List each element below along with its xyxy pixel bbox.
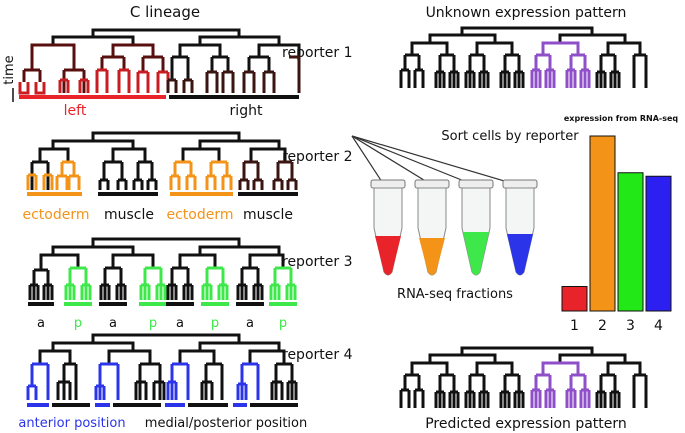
reporter-3-a-bar-3 xyxy=(166,302,194,306)
reporter-1-right-label: right xyxy=(230,103,263,119)
reporter-1-left-label: left xyxy=(64,103,87,119)
reporter-4-medial-bar-3 xyxy=(188,403,228,407)
tube-red xyxy=(370,179,406,276)
reporter-4-tree xyxy=(26,333,298,400)
reporter-3-a-bar-1 xyxy=(28,302,54,306)
bar-label-2: 2 xyxy=(598,318,607,334)
reporter-3-p-bar-1 xyxy=(64,302,92,306)
reporter-3-a-bar-2 xyxy=(99,302,127,306)
reporter-2-ectoderm-label-1: ectoderm xyxy=(22,207,89,223)
sort-lines xyxy=(351,135,519,186)
unknown-pattern-tree xyxy=(399,26,648,88)
bar-category-labels: 1 2 3 4 xyxy=(570,318,663,334)
bar-2 xyxy=(589,135,616,312)
reporter-3-label: reporter 3 xyxy=(282,254,353,270)
chart-title: expression from RNA-seq xyxy=(564,114,679,123)
time-axis-label: time xyxy=(2,55,17,84)
bar-4 xyxy=(645,175,672,312)
tube-orange xyxy=(414,179,450,276)
reporter-1-right-bar xyxy=(169,95,299,99)
unknown-pattern-title: Unknown expression pattern xyxy=(426,5,627,21)
reporter-3-label-p-3: p xyxy=(211,316,219,331)
rna-seq-fractions-label: RNA-seq fractions xyxy=(397,287,513,302)
reporter-3-p-bar-2 xyxy=(139,302,167,306)
reporter-2-tree xyxy=(26,131,298,190)
reporter-3-p-bar-4 xyxy=(269,302,297,306)
reporter-4-anterior-bar-3 xyxy=(165,403,185,407)
reporter-4-medial-bar-1 xyxy=(52,403,90,407)
sort-cells-label: Sort cells by reporter xyxy=(441,129,579,144)
reporter-3-tree xyxy=(28,237,297,300)
reporter-1-label: reporter 1 xyxy=(282,45,353,61)
reporter-3-label-a-4: a xyxy=(246,316,254,331)
reporter-1-tree xyxy=(18,28,301,95)
reporter-4-medial-bar-2 xyxy=(113,403,161,407)
reporter-2-label: reporter 2 xyxy=(282,149,353,165)
bar-1 xyxy=(561,286,588,312)
tube-green xyxy=(458,179,494,276)
reporter-3-label-p-2: p xyxy=(149,316,157,331)
predicted-pattern-tree xyxy=(399,346,648,408)
predicted-pattern-title: Predicted expression pattern xyxy=(425,416,627,432)
c-lineage-title: C lineage xyxy=(130,3,200,21)
bar-label-1: 1 xyxy=(570,318,579,334)
reporter-4-medial-label: medial/posterior position xyxy=(145,416,307,431)
reporter-4-anterior-bar-4 xyxy=(233,403,247,407)
reporter-3-p-bar-3 xyxy=(201,302,229,306)
reporter-2-ectoderm-bar-2 xyxy=(170,192,233,196)
reporter-3-a-bar-4 xyxy=(236,302,264,306)
tube-blue xyxy=(502,179,538,276)
reporter-3-label-a-3: a xyxy=(176,316,184,331)
reporter-3-label-a-1: a xyxy=(37,316,45,331)
reporter-2-muscle-label-1: muscle xyxy=(104,207,154,223)
reporter-2-muscle-bar-1 xyxy=(98,192,158,196)
reporter-4-label: reporter 4 xyxy=(282,347,353,363)
reporter-3-label-p-4: p xyxy=(279,316,287,331)
expression-bar-chart xyxy=(561,135,672,312)
reporter-4-medial-bar-4 xyxy=(250,403,298,407)
bar-3 xyxy=(617,172,644,312)
reporter-4-anterior-bar-2 xyxy=(95,403,110,407)
reporter-2-muscle-label-2: muscle xyxy=(243,207,293,223)
bar-label-4: 4 xyxy=(654,318,663,334)
reporter-2-muscle-bar-2 xyxy=(238,192,298,196)
reporter-2-ectoderm-bar-1 xyxy=(27,192,82,196)
reporter-4-anterior-bar-1 xyxy=(27,403,49,407)
reporter-1-left-bar xyxy=(19,95,166,99)
reporter-3-label-p-1: p xyxy=(74,316,82,331)
bar-label-3: 3 xyxy=(626,318,635,334)
reporter-2-ectoderm-label-2: ectoderm xyxy=(166,207,233,223)
reporter-3-label-a-2: a xyxy=(109,316,117,331)
reporter-4-anterior-label: anterior position xyxy=(18,416,125,431)
